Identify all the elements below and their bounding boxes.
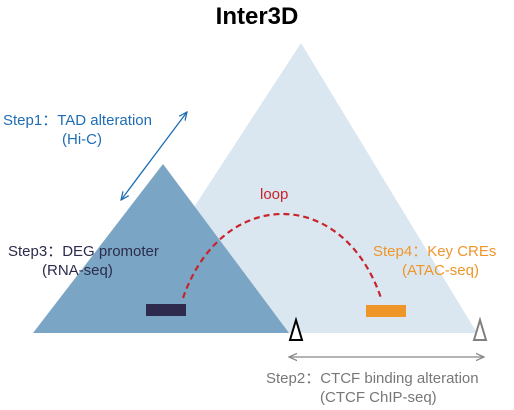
step1-label: Step1：TAD alteration xyxy=(3,112,152,129)
step3-label: Step3：DEG promoter xyxy=(8,243,159,260)
deg-promoter-bar xyxy=(146,304,186,316)
tad-alteration-arrow xyxy=(121,112,187,200)
step3-method: (RNA-seq) xyxy=(42,262,113,279)
ctcf-site-icon xyxy=(472,316,488,341)
step4-method: (ATAC-seq) xyxy=(402,262,479,279)
chromatin-loop-arc xyxy=(181,213,383,299)
small-tad-triangle xyxy=(33,164,289,333)
step2-method: (CTCF ChIP-seq) xyxy=(320,389,437,406)
key-cre-bar xyxy=(366,305,406,317)
loop-label: loop xyxy=(260,186,289,203)
step1-method: (Hi-C) xyxy=(62,131,102,148)
diagram-title: Inter3D xyxy=(215,3,299,30)
step2-label: Step2：CTCF binding alteration xyxy=(266,370,479,387)
step4-label: Step4：Key CREs xyxy=(373,243,497,260)
ctcf-site-icon xyxy=(288,316,304,341)
